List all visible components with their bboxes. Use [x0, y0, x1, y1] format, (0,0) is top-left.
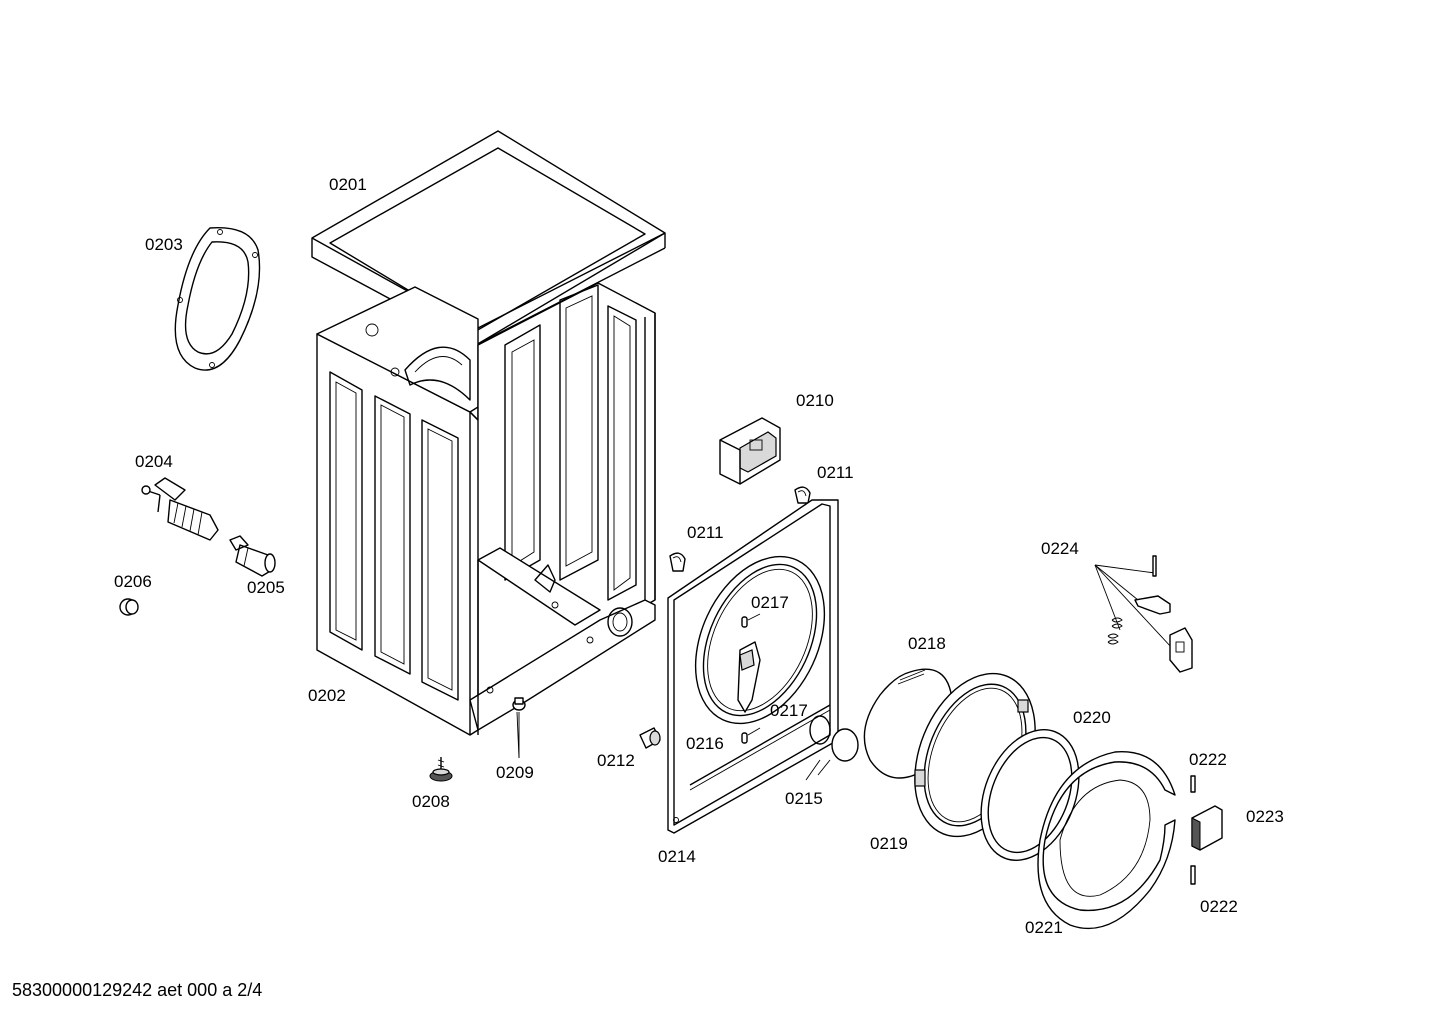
label-0220: 0220: [1073, 708, 1111, 727]
knob-0215: [817, 728, 859, 776]
label-0203: 0203: [145, 235, 183, 254]
label-0214: 0214: [658, 847, 696, 866]
pin-0222-lower: [1190, 865, 1196, 885]
label-0211-upper: 0211: [817, 463, 854, 482]
label-0202: 0202: [308, 686, 346, 705]
label-0208: 0208: [412, 792, 450, 811]
label-0211-lower: 0211: [687, 523, 724, 542]
part-0217-lower: [741, 727, 761, 744]
part-0217-upper: [741, 613, 761, 628]
pin-0222-upper: [1190, 775, 1196, 793]
label-0216: 0216: [686, 734, 724, 753]
screw-0212: [639, 727, 661, 749]
label-0204: 0204: [135, 452, 173, 471]
label-0221: 0221: [1025, 918, 1063, 937]
label-0206: 0206: [114, 572, 152, 591]
drawing-reference-footer: 58300000129242 aet 000 a 2/4: [12, 980, 263, 1000]
leader-lines: [518, 712, 821, 781]
label-0217-lower: 0217: [770, 701, 808, 720]
valve-0205: [229, 535, 276, 577]
label-0205: 0205: [247, 578, 285, 597]
label-0222-upper: 0222: [1189, 750, 1227, 769]
label-0217-upper: 0217: [751, 593, 789, 612]
latch-0216: [737, 641, 761, 713]
label-0224: 0224: [1041, 539, 1079, 558]
top-cover-0201: [311, 130, 666, 346]
hinge-kit-0224: [1094, 555, 1193, 673]
label-0219: 0219: [870, 834, 908, 853]
door-lock-0210: [719, 417, 781, 485]
label-0223: 0223: [1246, 807, 1284, 826]
cap-0206: [119, 598, 139, 616]
rear-cover-0203: [174, 226, 261, 371]
hinge-0211-upper: [794, 486, 811, 504]
label-0209: 0209: [496, 763, 534, 782]
outer-door-0221: [1037, 751, 1176, 930]
label-0215: 0215: [785, 789, 823, 808]
cabinet-0202: [316, 282, 656, 736]
hose-connector-0204: [141, 477, 219, 541]
label-0201: 0201: [329, 175, 367, 194]
label-0212: 0212: [597, 751, 635, 770]
label-0222-lower: 0222: [1200, 897, 1238, 916]
cover-plate-0223: [1191, 805, 1223, 851]
label-0210: 0210: [796, 391, 834, 410]
hinge-0211-lower: [669, 552, 686, 572]
foot-0208: [429, 757, 453, 782]
label-0218: 0218: [908, 634, 946, 653]
part-labels: 0201 0203 0204 0205 0206 0202 0208 0209 …: [114, 175, 1284, 937]
